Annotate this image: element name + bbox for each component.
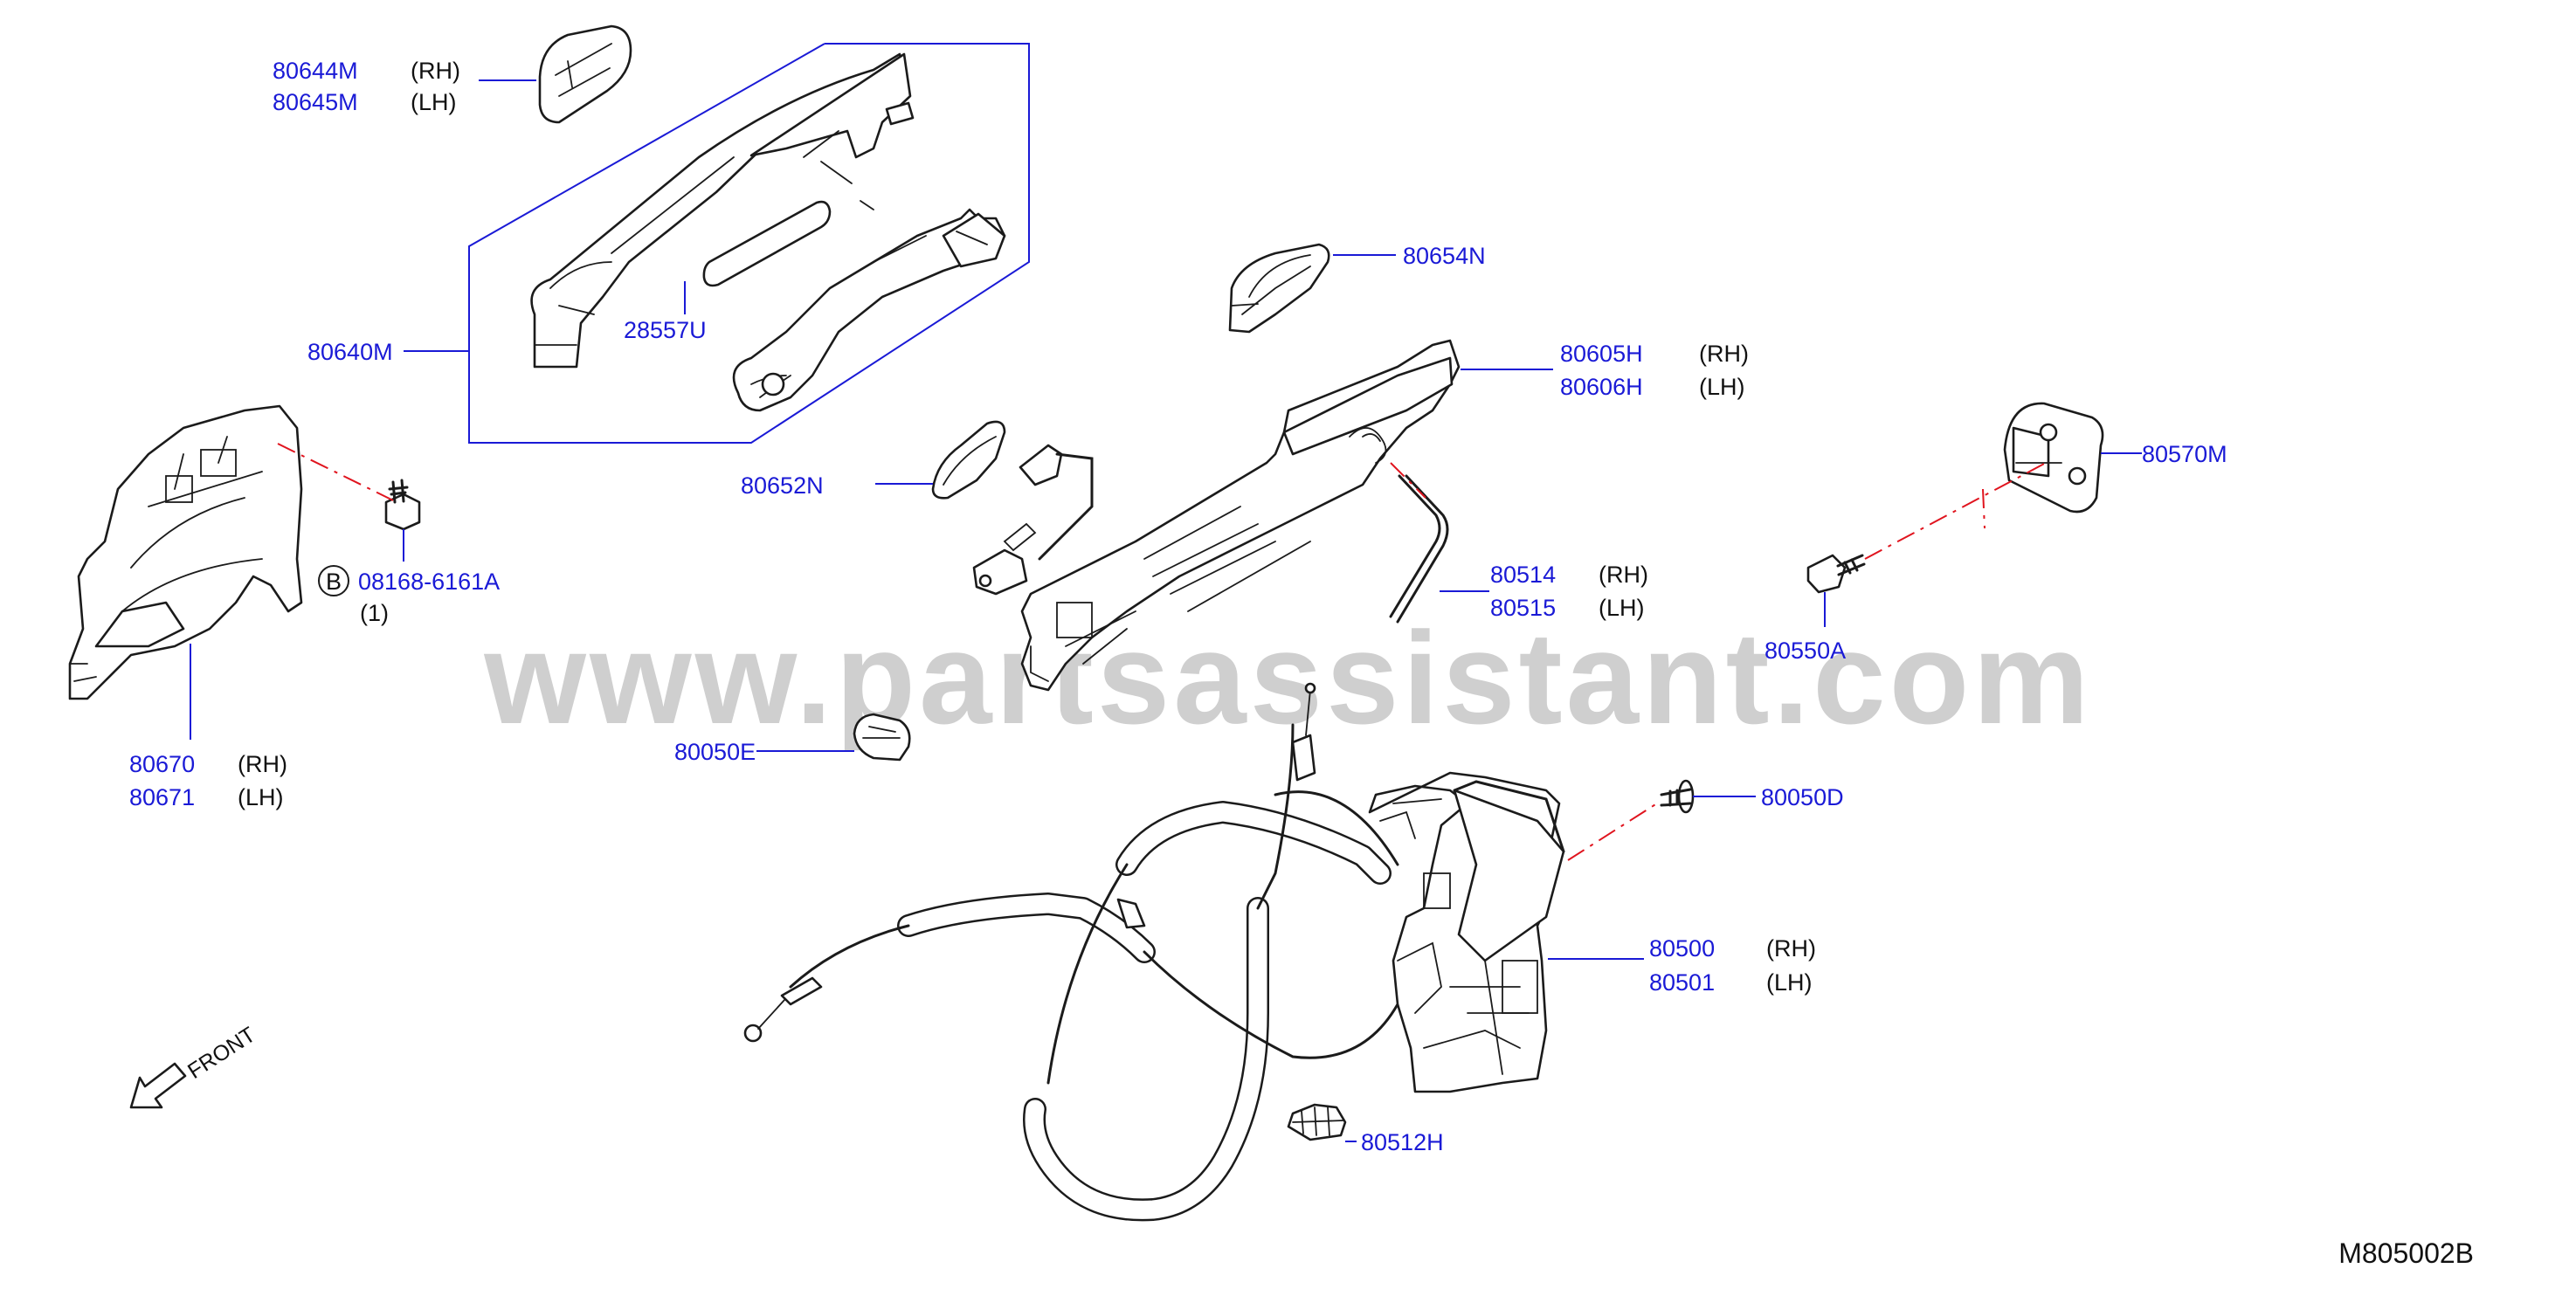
part-number-label: 80605H [1560, 341, 1643, 367]
handle-bolt-drawing [384, 479, 421, 531]
front-indicator-label: FRONT [183, 1023, 259, 1084]
quantity-label: (1) [360, 600, 389, 626]
side-label: (LH) [238, 784, 284, 810]
centerline-lock-screw [1567, 801, 1661, 861]
centerline-rod [1390, 462, 1426, 499]
side-label: (RH) [411, 58, 460, 84]
watermark-text: www.partsassistant.com [483, 604, 2092, 751]
handle-assembly-bracket [468, 43, 1030, 444]
side-label: (RH) [1699, 341, 1749, 367]
cable-clip-drawing [972, 444, 1094, 596]
part-number-label: 08168-6161A [358, 569, 500, 595]
part-number-label: 80652N [741, 472, 824, 499]
inner-bezel-drawing [1228, 243, 1330, 334]
centerline-striker-bolt [1864, 462, 2047, 560]
part-number-label: 80654N [1403, 243, 1486, 269]
handle-pad-drawing [702, 200, 832, 287]
connecting-rod-drawing [1389, 474, 1449, 624]
door-lock-actuator-drawing [1368, 771, 1565, 1093]
part-number-label: 80514 [1490, 562, 1556, 588]
part-number-label: 28557U [624, 317, 707, 343]
side-label: (LH) [1699, 374, 1745, 400]
striker-bolt-drawing [1806, 554, 1866, 594]
front-arrow-icon [129, 1062, 187, 1109]
outer-handle-grip-drawing [732, 208, 1006, 412]
side-label: (RH) [1766, 935, 1816, 962]
outside-handle-base-drawing [530, 52, 915, 369]
side-label: (LH) [1599, 595, 1645, 621]
side-label: (RH) [1599, 562, 1648, 588]
side-label: (LH) [411, 89, 457, 115]
side-label: (LH) [1766, 969, 1813, 996]
part-number-label: 80501 [1649, 969, 1715, 996]
side-label: (RH) [238, 751, 287, 777]
part-number-label: 80671 [129, 784, 195, 810]
part-number-label: 80050D [1761, 784, 1844, 810]
inside-handle-drawing [68, 404, 303, 700]
part-number-label: 80645M [273, 89, 358, 115]
centerline-striker-offset [1982, 488, 1986, 529]
part-number-label: 80515 [1490, 595, 1556, 621]
rod-clip-drawing [853, 713, 911, 762]
part-number-label: 80640M [307, 339, 393, 365]
escutcheon-cap-drawing [538, 24, 632, 124]
lock-cables-drawing [743, 682, 1399, 1222]
part-number-label: 80512H [1361, 1129, 1444, 1155]
part-number-label: 80500 [1649, 935, 1715, 962]
handle-grommet-drawing [931, 420, 1006, 500]
cable-retainer-drawing [1287, 1103, 1347, 1141]
part-number-label: 80606H [1560, 374, 1643, 400]
bolt-callout-symbol: B [318, 565, 349, 596]
centerline-handle-bolt [277, 443, 394, 501]
part-number-label: 80550A [1765, 638, 1846, 664]
part-number-label: 80570M [2142, 441, 2227, 467]
striker-drawing [2003, 402, 2104, 514]
inner-handle-frame-drawing [1020, 339, 1461, 692]
part-number-label: 80670 [129, 751, 195, 777]
diagram-code: M805002B [2338, 1237, 2474, 1269]
lock-screw-drawing [1660, 779, 1695, 814]
bolt-callout-letter: B [326, 569, 342, 595]
part-number-label: 80644M [273, 58, 358, 84]
part-number-label: 80050E [674, 739, 756, 765]
